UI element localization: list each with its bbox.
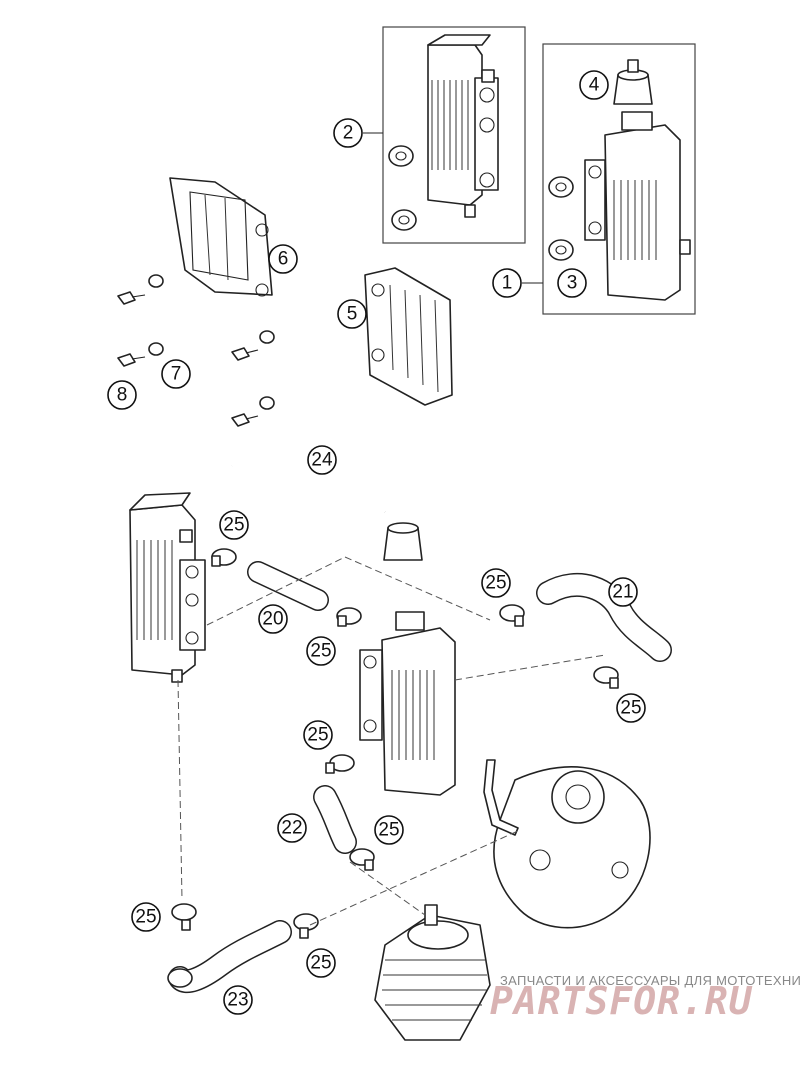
watermark-tagline: ЗАПЧАСТИ И АКСЕССУАРЫ ДЛЯ МОТОТЕХНИКИ xyxy=(500,973,800,988)
callout-6-text: 6 xyxy=(278,249,289,270)
callout-22: 22 xyxy=(277,813,307,843)
radiator-left xyxy=(129,492,206,683)
callout-25: 25 xyxy=(306,636,336,666)
callout-25: 25 xyxy=(306,948,336,978)
hose-clamp xyxy=(325,754,355,774)
washer xyxy=(148,342,164,356)
hose-clamp xyxy=(593,666,619,689)
callout-1-text: 1 xyxy=(502,273,513,294)
radiator-right xyxy=(359,611,456,796)
callout-8: 8 xyxy=(107,380,137,410)
hose-clamp xyxy=(211,548,237,567)
radiator-1-frame xyxy=(542,43,696,315)
washer xyxy=(148,274,164,288)
grommet xyxy=(548,239,574,261)
hose-clamp xyxy=(336,607,362,627)
callout-21-text: 21 xyxy=(612,582,633,603)
callout-25: 25 xyxy=(616,693,646,723)
callout-7-text: 7 xyxy=(171,364,182,385)
radiator-left-small xyxy=(427,34,499,218)
callout-4-text: 4 xyxy=(589,75,600,96)
callout-4: 4 xyxy=(579,70,609,100)
callout-20-text: 20 xyxy=(262,609,283,630)
callout-25: 25 xyxy=(219,510,249,540)
hose-clamp xyxy=(171,903,197,931)
callout-25-text: 25 xyxy=(135,907,156,928)
watermark-logo: PARTSFOR.RU xyxy=(490,979,753,1023)
grommet xyxy=(388,145,414,167)
callout-25: 25 xyxy=(374,815,404,845)
callout-25-text: 25 xyxy=(310,641,331,662)
callout-25: 25 xyxy=(131,902,161,932)
bolt xyxy=(117,353,146,367)
callout-22-text: 22 xyxy=(281,818,302,839)
callout-24: 24 xyxy=(307,445,337,475)
callout-25-text: 25 xyxy=(620,698,641,719)
callout-25-text: 25 xyxy=(378,820,399,841)
callout-5: 5 xyxy=(337,299,367,329)
callout-3: 3 xyxy=(557,268,587,298)
radiator-guard-left xyxy=(169,177,273,297)
grommet xyxy=(391,209,417,231)
radiator-cap xyxy=(613,59,653,105)
grommet xyxy=(548,176,574,198)
hose-clamp xyxy=(293,913,319,939)
callout-23: 23 xyxy=(223,985,253,1015)
callout-2: 2 xyxy=(333,118,363,148)
callout-21: 21 xyxy=(608,577,638,607)
washer xyxy=(259,330,275,344)
callout-23-text: 23 xyxy=(227,990,248,1011)
radiator-right-with-cap xyxy=(584,111,691,301)
radiator-guard-right xyxy=(364,267,453,406)
callout-25: 25 xyxy=(481,568,511,598)
callout-8-text: 8 xyxy=(117,385,128,406)
callout-25-text: 25 xyxy=(223,515,244,536)
callout-25: 25 xyxy=(303,720,333,750)
cap-small xyxy=(383,522,423,561)
callout-5-text: 5 xyxy=(347,304,358,325)
callout-7: 7 xyxy=(161,359,191,389)
callout-25-text: 25 xyxy=(485,573,506,594)
washer xyxy=(259,396,275,410)
bolt xyxy=(117,291,146,305)
callout-3-text: 3 xyxy=(567,273,578,294)
callout-25-text: 25 xyxy=(310,953,331,974)
engine-side-cover xyxy=(483,759,651,929)
bolt xyxy=(231,347,259,361)
bolt xyxy=(231,413,259,427)
radiator-2-frame xyxy=(382,26,526,244)
hose-clamp xyxy=(499,604,525,627)
callout-1: 1 xyxy=(492,268,522,298)
engine-cylinder xyxy=(374,904,491,1041)
callout-20: 20 xyxy=(258,604,288,634)
callout-24-text: 24 xyxy=(311,450,333,471)
callout-2-text: 2 xyxy=(343,123,354,144)
callout-6: 6 xyxy=(268,244,298,274)
callout-25-text: 25 xyxy=(307,725,328,746)
hose-clamp xyxy=(349,848,375,871)
